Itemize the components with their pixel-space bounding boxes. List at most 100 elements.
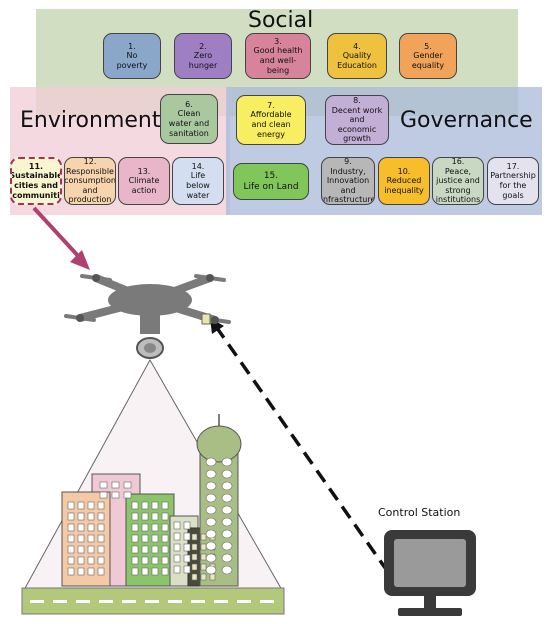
tower-window: [221, 493, 233, 503]
sdg-12-box: 12. Responsible consumption and producti…: [64, 157, 116, 205]
tower-window: [205, 493, 217, 503]
window: [173, 532, 181, 541]
window: [67, 567, 75, 576]
window: [183, 565, 191, 574]
window: [67, 501, 75, 510]
window: [151, 567, 159, 576]
window: [77, 534, 85, 543]
window: [200, 573, 207, 581]
environment-title: Environment: [20, 108, 161, 133]
tower-window: [221, 541, 233, 551]
window: [67, 556, 75, 565]
sdg-10-label: 10. Reduced inequality: [384, 166, 424, 195]
window: [99, 491, 108, 499]
window: [131, 567, 139, 576]
rotor-hub: [76, 314, 84, 322]
window: [161, 534, 169, 543]
window: [97, 545, 105, 554]
window: [161, 501, 169, 510]
window: [77, 545, 85, 554]
sdg-13-box: 13. Climate action: [118, 157, 170, 205]
window: [67, 512, 75, 521]
sdg-8-label: 8. Decent work and economic growth: [331, 96, 383, 144]
governance-title: Governance: [400, 108, 533, 133]
tower-window: [205, 529, 217, 539]
sdg-1-label: 1. No poverty: [116, 41, 148, 70]
tower-window: [221, 565, 233, 575]
window: [87, 523, 95, 532]
window: [151, 545, 159, 554]
sdg-8-box: 8. Decent work and economic growth: [325, 95, 389, 145]
window: [151, 556, 159, 565]
window: [200, 543, 207, 551]
sdg-15-box: 15. Life on Land: [233, 163, 309, 200]
sdg-15-label: 15. Life on Land: [243, 170, 299, 192]
window: [151, 534, 159, 543]
window: [67, 545, 75, 554]
window: [183, 554, 191, 563]
window: [141, 545, 149, 554]
window: [200, 563, 207, 571]
window: [161, 512, 169, 521]
window: [183, 543, 191, 552]
sdg-14-label: 14. Life below water: [186, 161, 210, 200]
window: [87, 545, 95, 554]
tower-window: [221, 481, 233, 491]
window: [141, 523, 149, 532]
sdg-13-label: 13. Climate action: [128, 166, 160, 195]
window: [97, 501, 105, 510]
window: [111, 481, 120, 489]
drone-icon: [64, 274, 231, 359]
sdg-1-box: 1. No poverty: [103, 33, 161, 79]
window: [87, 501, 95, 510]
window: [161, 567, 169, 576]
tower-window: [205, 565, 217, 575]
road-mark: [237, 600, 251, 603]
window: [87, 556, 95, 565]
window: [141, 501, 149, 510]
sdg-11-box: 11. Sustainable cities and communiti: [10, 157, 62, 205]
window: [67, 534, 75, 543]
road-mark: [191, 600, 205, 603]
window: [131, 523, 139, 532]
control-station-label: Control Station: [378, 506, 461, 519]
window: [161, 523, 169, 532]
window: [123, 491, 132, 499]
window: [151, 512, 159, 521]
tower-window: [205, 469, 217, 479]
window: [87, 534, 95, 543]
sdg-9-box: 9. Industry, Innovation and Infrastructu…: [321, 157, 375, 205]
window: [111, 491, 120, 499]
window: [173, 565, 181, 574]
window: [67, 523, 75, 532]
sdg-16-box: 16. Peace, justice and strong institutio…: [432, 157, 484, 205]
window: [97, 534, 105, 543]
sdg-4-box: 4. Quality Education: [327, 33, 387, 79]
window: [191, 563, 198, 571]
sdg-7-box: 7. Affordable and clean energy: [236, 95, 306, 145]
road-mark: [122, 600, 136, 603]
road-mark: [260, 600, 274, 603]
arrowhead-icon: [70, 250, 90, 270]
road-mark: [99, 600, 113, 603]
sdg-6-label: 6. Clean water and sanitation: [168, 99, 210, 138]
window: [200, 533, 207, 541]
sdg-5-box: 5. Gender equality: [399, 33, 457, 79]
window: [131, 534, 139, 543]
window: [161, 556, 169, 565]
window: [191, 543, 198, 551]
tower-window: [205, 517, 217, 527]
window: [173, 554, 181, 563]
window: [161, 545, 169, 554]
window: [191, 553, 198, 561]
road-mark: [214, 600, 228, 603]
sdg-3-box: 3. Good health and well- being: [245, 33, 311, 79]
road-mark: [76, 600, 90, 603]
window: [77, 523, 85, 532]
window: [97, 512, 105, 521]
window: [87, 567, 95, 576]
tower-window: [205, 553, 217, 563]
window: [183, 532, 191, 541]
road-mark: [168, 600, 182, 603]
